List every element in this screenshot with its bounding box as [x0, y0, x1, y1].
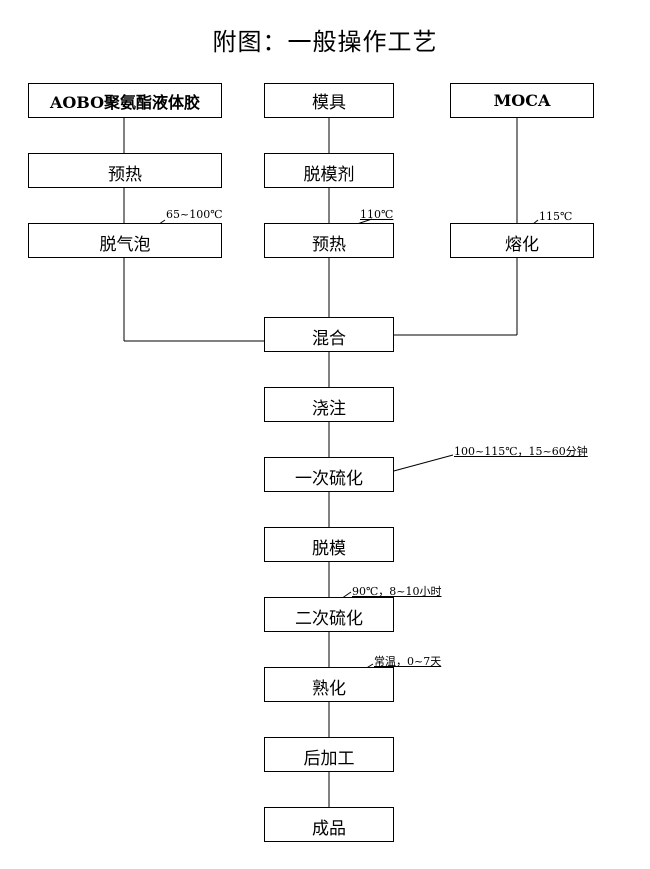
- box-first-cure: 一次硫化: [264, 457, 394, 492]
- annotation-preheat-temp: 110℃: [360, 208, 394, 221]
- box-degas: 脱气泡: [28, 223, 222, 258]
- annotation-degas-temp: 65~100℃: [166, 208, 223, 221]
- annotation-first-cure-conditions: 100~115℃，15~60分钟: [454, 445, 588, 458]
- page-title: 附图：一般操作工艺: [212, 28, 438, 56]
- box-moca: MOCA: [450, 83, 594, 118]
- box-preheat-mid: 预热: [264, 223, 394, 258]
- box-post-processing: 后加工: [264, 737, 394, 772]
- box-mold: 模具: [264, 83, 394, 118]
- box-product: 成品: [264, 807, 394, 842]
- annotation-second-cure-conditions: 90℃，8~10小时: [352, 585, 442, 598]
- box-melt: 熔化: [450, 223, 594, 258]
- box-pour: 浇注: [264, 387, 394, 422]
- box-demold: 脱模: [264, 527, 394, 562]
- annotation-melt-temp: 115℃: [539, 210, 573, 223]
- box-mix: 混合: [264, 317, 394, 352]
- box-mature: 熟化: [264, 667, 394, 702]
- box-second-cure: 二次硫化: [264, 597, 394, 632]
- box-aobo-polyurethane: AOBO聚氨酯液体胶: [28, 83, 222, 118]
- annotation-mature-conditions: 常温，0~7天: [374, 655, 442, 668]
- box-release-agent: 脱模剂: [264, 153, 394, 188]
- box-preheat-left: 预热: [28, 153, 222, 188]
